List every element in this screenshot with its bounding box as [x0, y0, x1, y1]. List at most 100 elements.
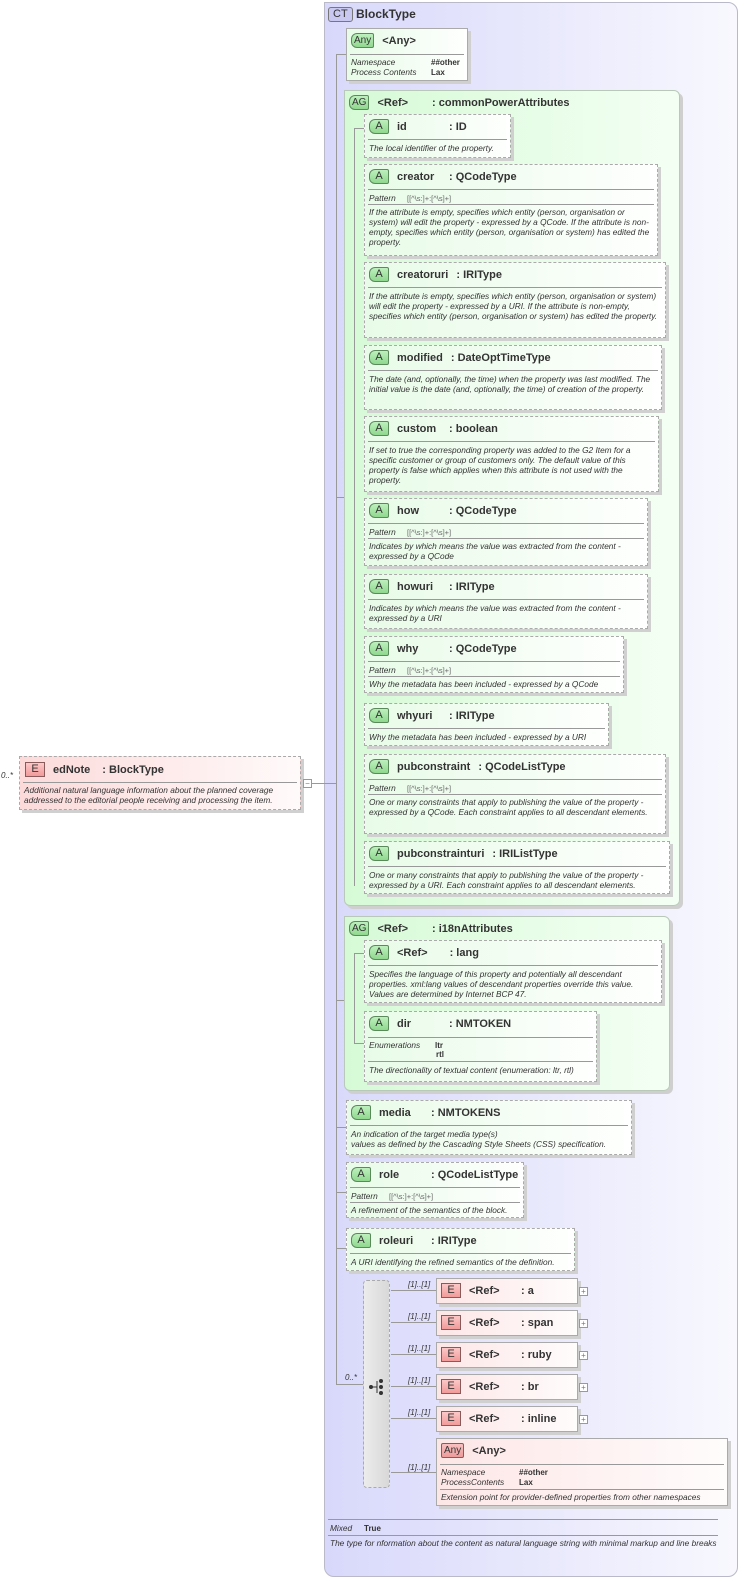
attribute-description: The local identifier of the property. — [369, 143, 494, 153]
element-name: edNote — [53, 763, 91, 776]
any-description: Extension point for provider-defined pro… — [441, 1492, 701, 1502]
ref-label: <Ref> — [469, 1380, 500, 1393]
attribute-lang[interactable]: A<Ref>: lang Specifies the language of t… — [364, 940, 662, 1003]
attribute-name: creatoruri — [397, 268, 449, 281]
pattern-value: [[^\s:]+:[^\s]+] — [407, 784, 452, 793]
element-badge-icon: E — [441, 1315, 461, 1330]
attribute-badge-icon: A — [369, 945, 389, 960]
choice-cardinality: 0..* — [345, 1373, 358, 1382]
pattern-value: [[^\s:]+:[^\s]+] — [407, 194, 452, 203]
expand-icon[interactable]: + — [579, 1415, 588, 1424]
pattern-label: Pattern — [369, 665, 396, 675]
ref-label: <Ref> — [377, 96, 409, 109]
element-name: : inline — [521, 1412, 557, 1425]
attribute-type: : ID — [449, 120, 467, 133]
attribute-badge-icon: A — [369, 169, 389, 184]
mixed-value: True — [364, 1524, 381, 1533]
process-label: Process Contents — [351, 67, 417, 77]
attribute-type: : IRIType — [449, 709, 495, 722]
element-badge-icon: E — [441, 1347, 461, 1362]
element-name: : ruby — [521, 1348, 552, 1361]
element-name: : a — [521, 1284, 534, 1297]
element-ref-br[interactable]: E<Ref>: br — [436, 1374, 578, 1400]
element-description: Additional natural language information … — [24, 785, 274, 805]
complex-type-badge-icon: CT — [328, 7, 353, 22]
process-value: Lax — [519, 1478, 533, 1487]
attribute-badge-icon: A — [369, 350, 389, 365]
attribute-type: : DateOptTimeType — [450, 351, 551, 364]
attribute-badge-icon: A — [369, 759, 389, 774]
attribute-badge-icon: A — [351, 1105, 371, 1120]
any-wildcard[interactable]: Any <Any> Namespace##other Process Conte… — [346, 28, 468, 81]
attribute-group-badge-icon: AG — [349, 921, 370, 936]
choice-compositor[interactable] — [363, 1280, 390, 1488]
expand-icon[interactable]: + — [579, 1287, 588, 1296]
any-name: <Any> — [382, 34, 416, 47]
expand-icon[interactable]: + — [579, 1351, 588, 1360]
pattern-label: Pattern — [369, 783, 396, 793]
attribute-type: : IRIType — [456, 268, 502, 281]
element-type: : BlockType — [102, 763, 164, 776]
ednote-element[interactable]: E edNote : BlockType Additional natural … — [19, 756, 301, 810]
ref-label: <Ref> — [469, 1316, 500, 1329]
ref-label: <Ref> — [469, 1284, 500, 1297]
attribute-badge-icon: A — [351, 1167, 371, 1182]
attribute-description: Why the metadata has been included - exp… — [369, 679, 599, 689]
pattern-value: [[^\s:]+:[^\s]+] — [407, 666, 452, 675]
element-cardinality: [1]..[1] — [408, 1344, 431, 1353]
attribute-badge-icon: A — [369, 641, 389, 656]
attribute-type: : IRIListType — [492, 847, 558, 860]
element-ref-inline[interactable]: E<Ref>: inline — [436, 1406, 578, 1432]
attribute-badge-icon: A — [369, 846, 389, 861]
ref-label: <Ref> — [397, 946, 428, 959]
expand-icon[interactable]: + — [579, 1383, 588, 1392]
element-ref-a[interactable]: E <Ref> : a — [436, 1278, 578, 1304]
attribute-badge-icon: A — [369, 503, 389, 518]
attribute-description: A refinement of the semantics of the blo… — [351, 1205, 508, 1215]
attribute-description: Specifies the language of this property … — [369, 969, 634, 999]
element-badge-icon: E — [441, 1379, 461, 1394]
any-badge-icon: Any — [351, 33, 375, 48]
attribute-name: modified — [397, 351, 443, 364]
attribute-description: An indication of the target media type(s… — [351, 1129, 498, 1139]
attribute-type: : boolean — [449, 422, 498, 435]
pattern-label: Pattern — [369, 193, 396, 203]
ref-label: <Ref> — [469, 1412, 500, 1425]
ref-label: <Ref> — [469, 1348, 500, 1361]
pattern-label: Pattern — [351, 1191, 378, 1201]
attribute-type: : IRIType — [449, 580, 495, 593]
any-cardinality: [1]..[1] — [408, 1463, 431, 1472]
attribute-name: media — [379, 1106, 411, 1119]
namespace-label: Namespace — [351, 57, 396, 67]
ref-label: <Ref> — [377, 922, 409, 935]
attribute-name: id — [397, 120, 407, 133]
attribute-type: : IRIType — [431, 1234, 477, 1247]
expand-icon[interactable]: + — [579, 1319, 588, 1328]
namespace-label: Namespace — [441, 1467, 486, 1477]
attribute-name: roleuri — [379, 1234, 414, 1247]
attribute-type: : QCodeListType — [478, 760, 566, 773]
element-badge-icon: E — [441, 1283, 461, 1298]
any-extension-point[interactable]: Any<Any> Namespace##other ProcessContent… — [436, 1438, 728, 1506]
process-label: ProcessContents — [441, 1477, 505, 1487]
mixed-label: Mixed — [330, 1523, 353, 1533]
element-ref-ruby[interactable]: E <Ref> : ruby — [436, 1342, 578, 1368]
element-cardinality: [1]..[1] — [408, 1280, 431, 1289]
element-ref-span[interactable]: E<Ref>: span — [436, 1310, 578, 1336]
attribute-badge-icon: A — [369, 119, 389, 134]
